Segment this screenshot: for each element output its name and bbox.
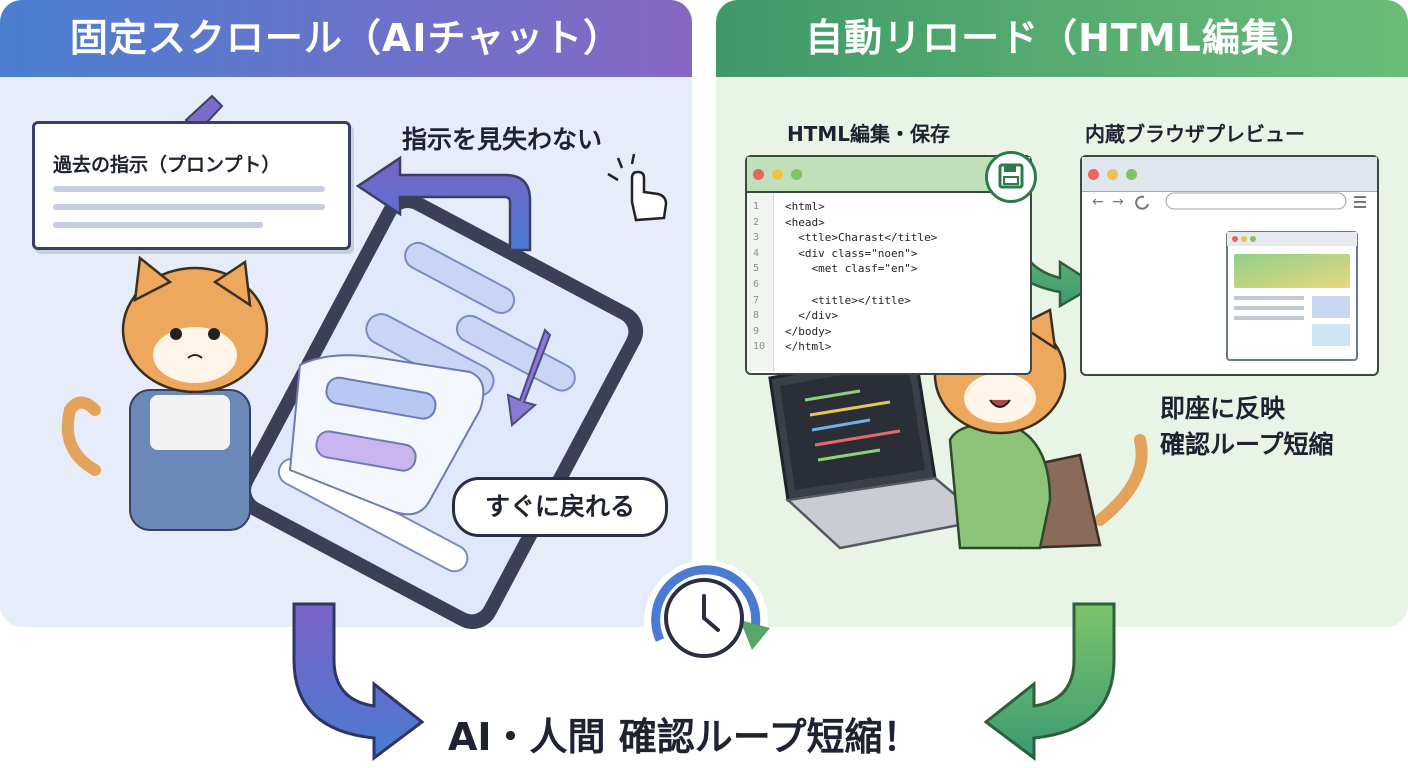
bottom-right-arrow (983, 602, 1116, 761)
preview-label: 内蔵ブラウザプレビュー (1085, 122, 1305, 146)
bottom-left-arrow (292, 602, 425, 761)
line-number: 5 (753, 263, 760, 275)
refresh-icon[interactable] (1135, 195, 1149, 210)
line-number: 4 (753, 247, 760, 259)
chat-scroll-paper (288, 354, 485, 516)
line-number: 10 (753, 341, 766, 353)
reflect-label: 即座に反映 確認ループ短縮 (1160, 391, 1334, 463)
reflect-line-2: 確認ループ短縮 (1160, 430, 1334, 459)
laptop-illustration (768, 350, 988, 550)
left-panel-title: 固定スクロール（AIチャット） (0, 0, 692, 77)
back-icon: ← (1092, 194, 1104, 210)
browser-titlebar (1082, 157, 1377, 192)
prompt-line (53, 186, 325, 192)
line-number: 1 (753, 201, 760, 212)
browser-content: × ← → (1092, 192, 1366, 361)
scroll-down-arrow (506, 328, 552, 427)
window-titlebar (747, 157, 1030, 193)
line-number: 6 (753, 279, 760, 290)
edit-label: HTML編集・保存 (787, 122, 951, 146)
code-line: </div> (785, 309, 838, 323)
cursor-hand-icon (607, 153, 668, 222)
right-panel-title: 自動リロード（HTML編集） (716, 0, 1408, 77)
prompt-line (53, 204, 325, 210)
preview-browser-window: × ← → (1080, 155, 1379, 376)
code-line: </html> (785, 340, 832, 354)
forward-icon: → (1112, 194, 1124, 210)
cat-left (61, 255, 269, 531)
prompt-line (53, 222, 263, 228)
clock-cycle-icon (644, 560, 770, 684)
code-editor-window: 1 <html> 2 <head> 3 <ttle>Charast</title> 4 <… (745, 155, 1032, 375)
return-bubble: すぐに戻れる (452, 477, 668, 537)
line-number: 7 (753, 294, 760, 306)
code-line: <title></title> (785, 293, 911, 307)
bottom-summary-label: AI・人間 確認ループ短縮！ (448, 715, 921, 759)
code-line: <head> (785, 215, 825, 229)
code-line: <met clasf="en"> (785, 262, 918, 276)
line-number: 9 (753, 325, 760, 337)
lost-label: 指示を見失わない (402, 125, 603, 154)
back-arrow (355, 155, 532, 252)
prompt-card-title: 過去の指示（プロンプト） (53, 154, 281, 176)
save-icon[interactable] (985, 151, 1037, 203)
prompt-history-card: 過去の指示（プロンプト） (32, 121, 351, 250)
line-gutter (747, 193, 774, 371)
line-number: 3 (753, 232, 760, 244)
menu-icon (1354, 196, 1366, 208)
url-bar (1165, 192, 1347, 210)
code-line: <ttle>Charast</title> (785, 231, 938, 245)
reflect-line-1: 即座に反映 (1160, 394, 1286, 423)
code-line: </body> (785, 324, 832, 338)
line-number: 2 (753, 216, 760, 228)
code-line: <div class="noen"> (785, 246, 918, 260)
line-number: 8 (753, 310, 760, 322)
code-line: <html> (785, 200, 825, 213)
